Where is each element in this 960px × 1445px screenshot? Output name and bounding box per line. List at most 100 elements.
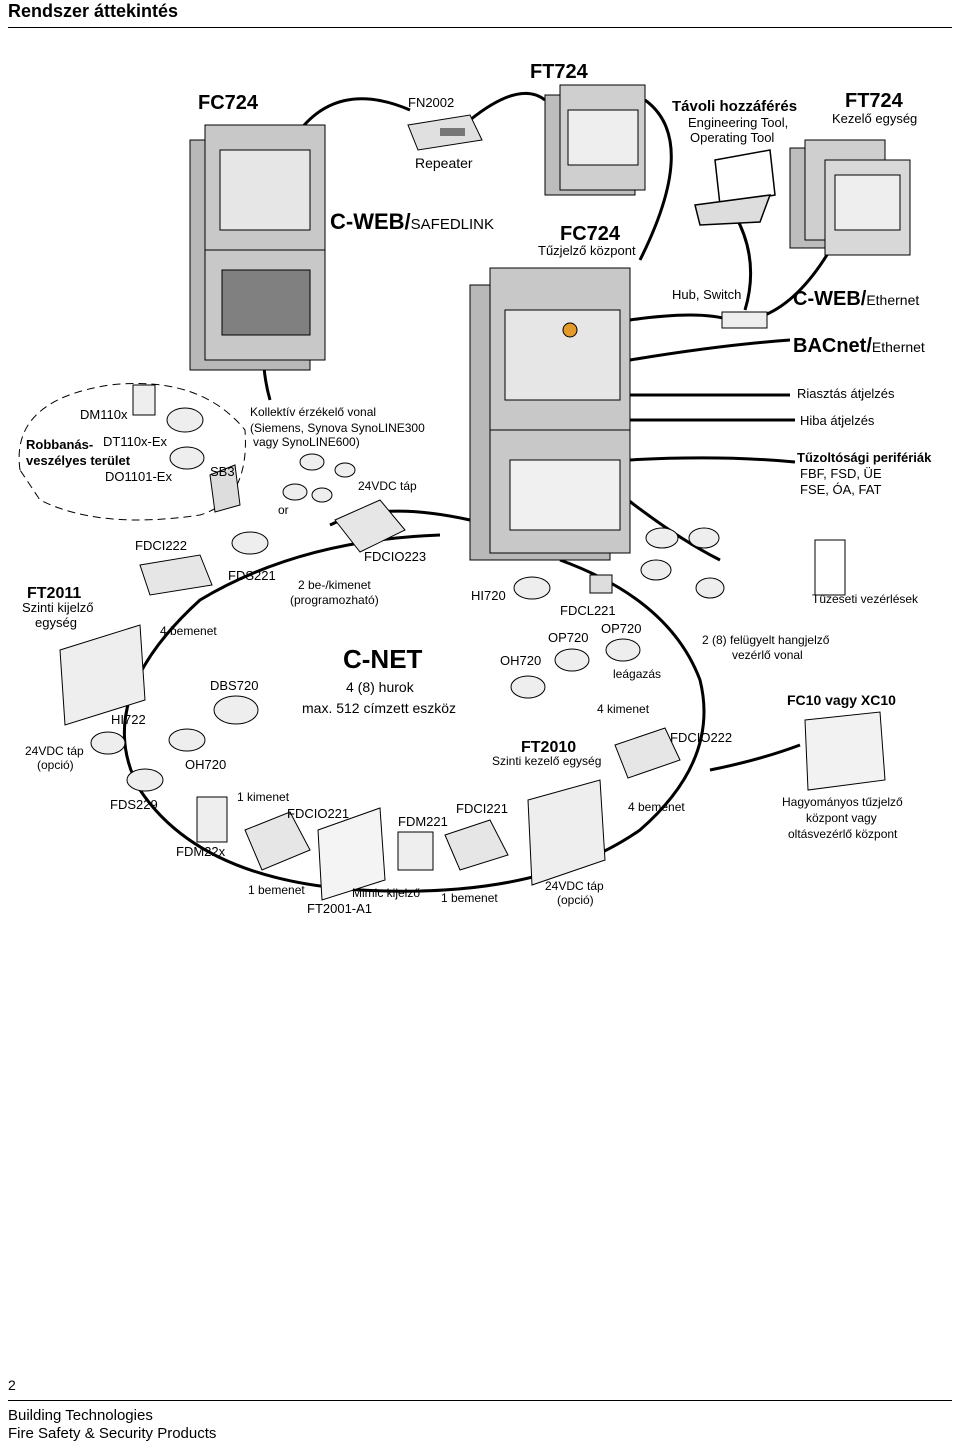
cnet-loop <box>122 533 706 893</box>
max-devices-label: max. 512 címzett eszköz <box>302 700 456 716</box>
op720-a-label: OP720 <box>548 630 588 645</box>
fbf-label: FBF, FSD, ÜE <box>800 466 882 481</box>
riasztas-label: Riasztás átjelzés <box>797 386 895 401</box>
safedlink-arc-left <box>298 97 411 131</box>
hub-switch-label: Hub, Switch <box>672 287 741 302</box>
op720-b-label: OP720 <box>601 621 641 636</box>
oh720-mid-label: OH720 <box>500 653 541 668</box>
fc10-panel <box>804 711 886 791</box>
bacnet-link <box>629 338 791 362</box>
ex-zone-label-2: veszélyes terület <box>26 453 131 468</box>
fc724-left-label: FC724 <box>198 92 259 114</box>
repeater-label: Repeater <box>415 155 473 171</box>
footer-company: Building Technologies <box>8 1407 153 1424</box>
footer-division: Fire Safety & Security Products <box>8 1425 217 1442</box>
ft2011-sub-2: egység <box>35 615 77 630</box>
tap-bottom-line-1: 24VDC táp <box>545 879 604 893</box>
output-1-label: 1 kimenet <box>237 790 290 804</box>
fds221-label: FDS221 <box>228 568 276 583</box>
ft724-top-panel <box>544 84 646 196</box>
hi722-label: HI722 <box>111 712 146 727</box>
oh720-low-label: OH720 <box>185 757 226 772</box>
fdci221-label: FDCI221 <box>456 801 508 816</box>
or-label: or <box>278 503 289 517</box>
fdcio223-module <box>334 499 406 553</box>
laptop-hub-link <box>733 214 753 311</box>
ft2011-sub-1: Szinti kijelző <box>22 600 94 615</box>
periferia-link <box>627 456 796 464</box>
collective-line-3: vagy SynoLINE600) <box>253 435 360 449</box>
loop-devices <box>90 574 641 792</box>
tap-option-line-1: 24VDC táp <box>25 744 84 758</box>
fdcl221-label: FDCL221 <box>560 603 616 618</box>
tap-option-line-2: (opció) <box>37 758 74 772</box>
fn2002-label: FN2002 <box>408 95 454 110</box>
fc724-center-sub: Tűzjelző központ <box>538 243 636 258</box>
sb3-label: SB3 <box>210 464 235 479</box>
fc724-center-label: FC724 <box>560 223 621 245</box>
ft724-top-label: FT724 <box>530 61 589 83</box>
fdcio222-module <box>614 727 681 779</box>
conventional-line-3: oltásvezérlő központ <box>788 827 898 841</box>
collective-detectors <box>282 453 356 503</box>
input-1-label-a: 1 bemenet <box>248 883 305 897</box>
ex-zone-devices <box>132 384 241 513</box>
fc10-label: FC10 vagy XC10 <box>787 692 896 708</box>
conventional-line-1: Hagyományos tűzjelző <box>782 795 903 809</box>
safedlink-arc-mid <box>469 91 546 122</box>
branch-label: leágazás <box>613 667 661 681</box>
ft2010-label: FT2010 <box>521 739 576 756</box>
input-4-label-a: 4 bemenet <box>160 624 217 638</box>
ft2011-unit <box>59 624 146 726</box>
dm110x-label: DM110x <box>80 407 128 422</box>
ft724-right-panels <box>789 139 911 256</box>
tap-24vdc-label: 24VDC táp <box>358 479 417 493</box>
input-4-label-b: 4 bemenet <box>628 800 685 814</box>
fdcio223-label: FDCIO223 <box>364 549 426 564</box>
page-title: Rendszer áttekintés <box>8 1 179 21</box>
fc724-center-panel <box>469 267 631 561</box>
ex-zone-boundary <box>18 382 246 521</box>
collective-line-2: (Siemens, Synova SynoLINE300 <box>250 421 425 435</box>
bottom-modules <box>196 796 509 901</box>
ft2011-label: FT2011 <box>27 585 81 602</box>
header-rule <box>8 27 952 28</box>
tuzoltosagi-label: Tűzoltósági perifériák <box>797 450 932 465</box>
loop-count-label: 4 (8) hurok <box>346 679 415 695</box>
laptop-icon <box>694 149 776 226</box>
sounder-line-2: vezérlő vonal <box>732 648 803 662</box>
dt110x-label: DT110x-Ex <box>103 434 168 449</box>
ex-zone-label-1: Robbanás- <box>26 437 93 452</box>
bacnet-label: BACnet/Ethernet <box>793 335 925 357</box>
input-1-label-b: 1 bemenet <box>441 891 498 905</box>
sounder-line-1: 2 (8) felügyelt hangjelző <box>702 633 830 647</box>
ft2010-unit <box>527 779 606 886</box>
cnet-label: C-NET <box>343 644 423 674</box>
page-number: 2 <box>8 1377 16 1393</box>
collective-line-1: Kollektív érzékelő vonal <box>250 405 376 419</box>
mimic-label: Mimic kijelző <box>352 886 420 900</box>
cweb-ethernet-label: C-WEB/Ethernet <box>793 288 919 310</box>
fdm221-label: FDM221 <box>398 814 448 829</box>
conventional-line-2: központ vagy <box>806 811 877 825</box>
remote-access-title: Távoli hozzáférés <box>672 98 797 115</box>
fdcio222-label: FDCIO222 <box>670 730 732 745</box>
safedlink-arc-right <box>638 98 673 261</box>
fse-label: FSE, ÓA, FAT <box>800 482 881 497</box>
output-4-label: 4 kimenet <box>597 702 650 716</box>
fc10-link <box>709 743 801 772</box>
fire-control-devices <box>640 527 846 599</box>
ft724-hub-link <box>764 249 832 317</box>
do1101-label: DO1101-Ex <box>105 469 172 484</box>
hi720-top-label: HI720 <box>471 588 506 603</box>
fdm22x-label: FDM22x <box>176 844 226 859</box>
cweb-label: C-WEB/SAFEDLINK <box>330 209 494 234</box>
hub-link <box>629 313 731 322</box>
hiba-label: Hiba átjelzés <box>800 413 875 428</box>
io-label-1: 2 be-/kimenet <box>298 578 371 592</box>
ft2001-label: FT2001-A1 <box>307 901 372 916</box>
fdci222-module <box>139 554 213 596</box>
fds221-device <box>231 531 269 555</box>
tap-bottom-line-2: (opció) <box>557 893 594 907</box>
